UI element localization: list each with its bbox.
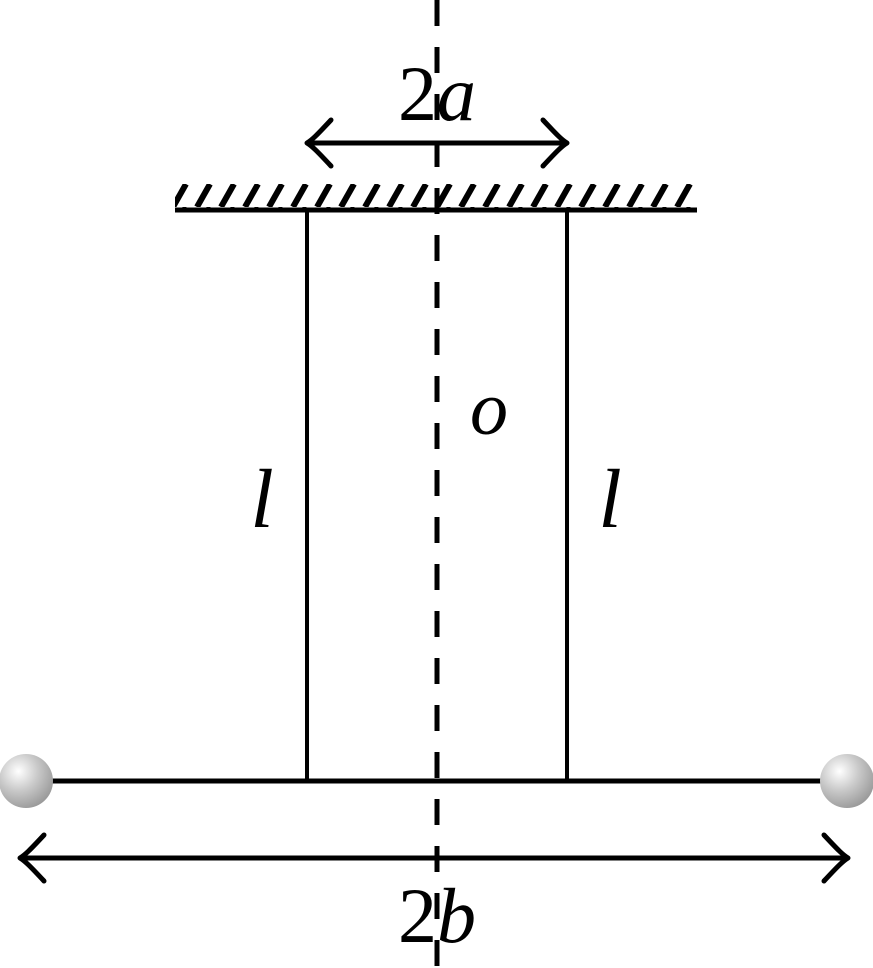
top-span-arrowhead-left	[304, 117, 334, 169]
top-span-dimension-arrow	[304, 117, 570, 169]
left-string-length-label: l	[250, 453, 273, 546]
bottom-span-dimension-arrow	[17, 832, 851, 884]
bottom-span-label: 2b	[398, 872, 476, 959]
left-sphere	[0, 754, 53, 808]
right-string-length-label: l	[598, 453, 621, 546]
right-sphere	[820, 754, 873, 808]
center-point-label: o	[470, 367, 508, 451]
bottom-span-symbol: b	[437, 872, 476, 959]
bottom-span-coefficient: 2	[398, 872, 437, 959]
top-span-coefficient: 2	[398, 50, 437, 137]
ceiling-hatching	[175, 184, 697, 208]
top-span-arrowhead-right	[540, 117, 570, 169]
bottom-span-arrowhead-left	[17, 832, 47, 884]
top-span-label: 2a	[398, 50, 476, 137]
bottom-span-arrowhead-right	[821, 832, 851, 884]
top-span-symbol: a	[437, 50, 476, 137]
